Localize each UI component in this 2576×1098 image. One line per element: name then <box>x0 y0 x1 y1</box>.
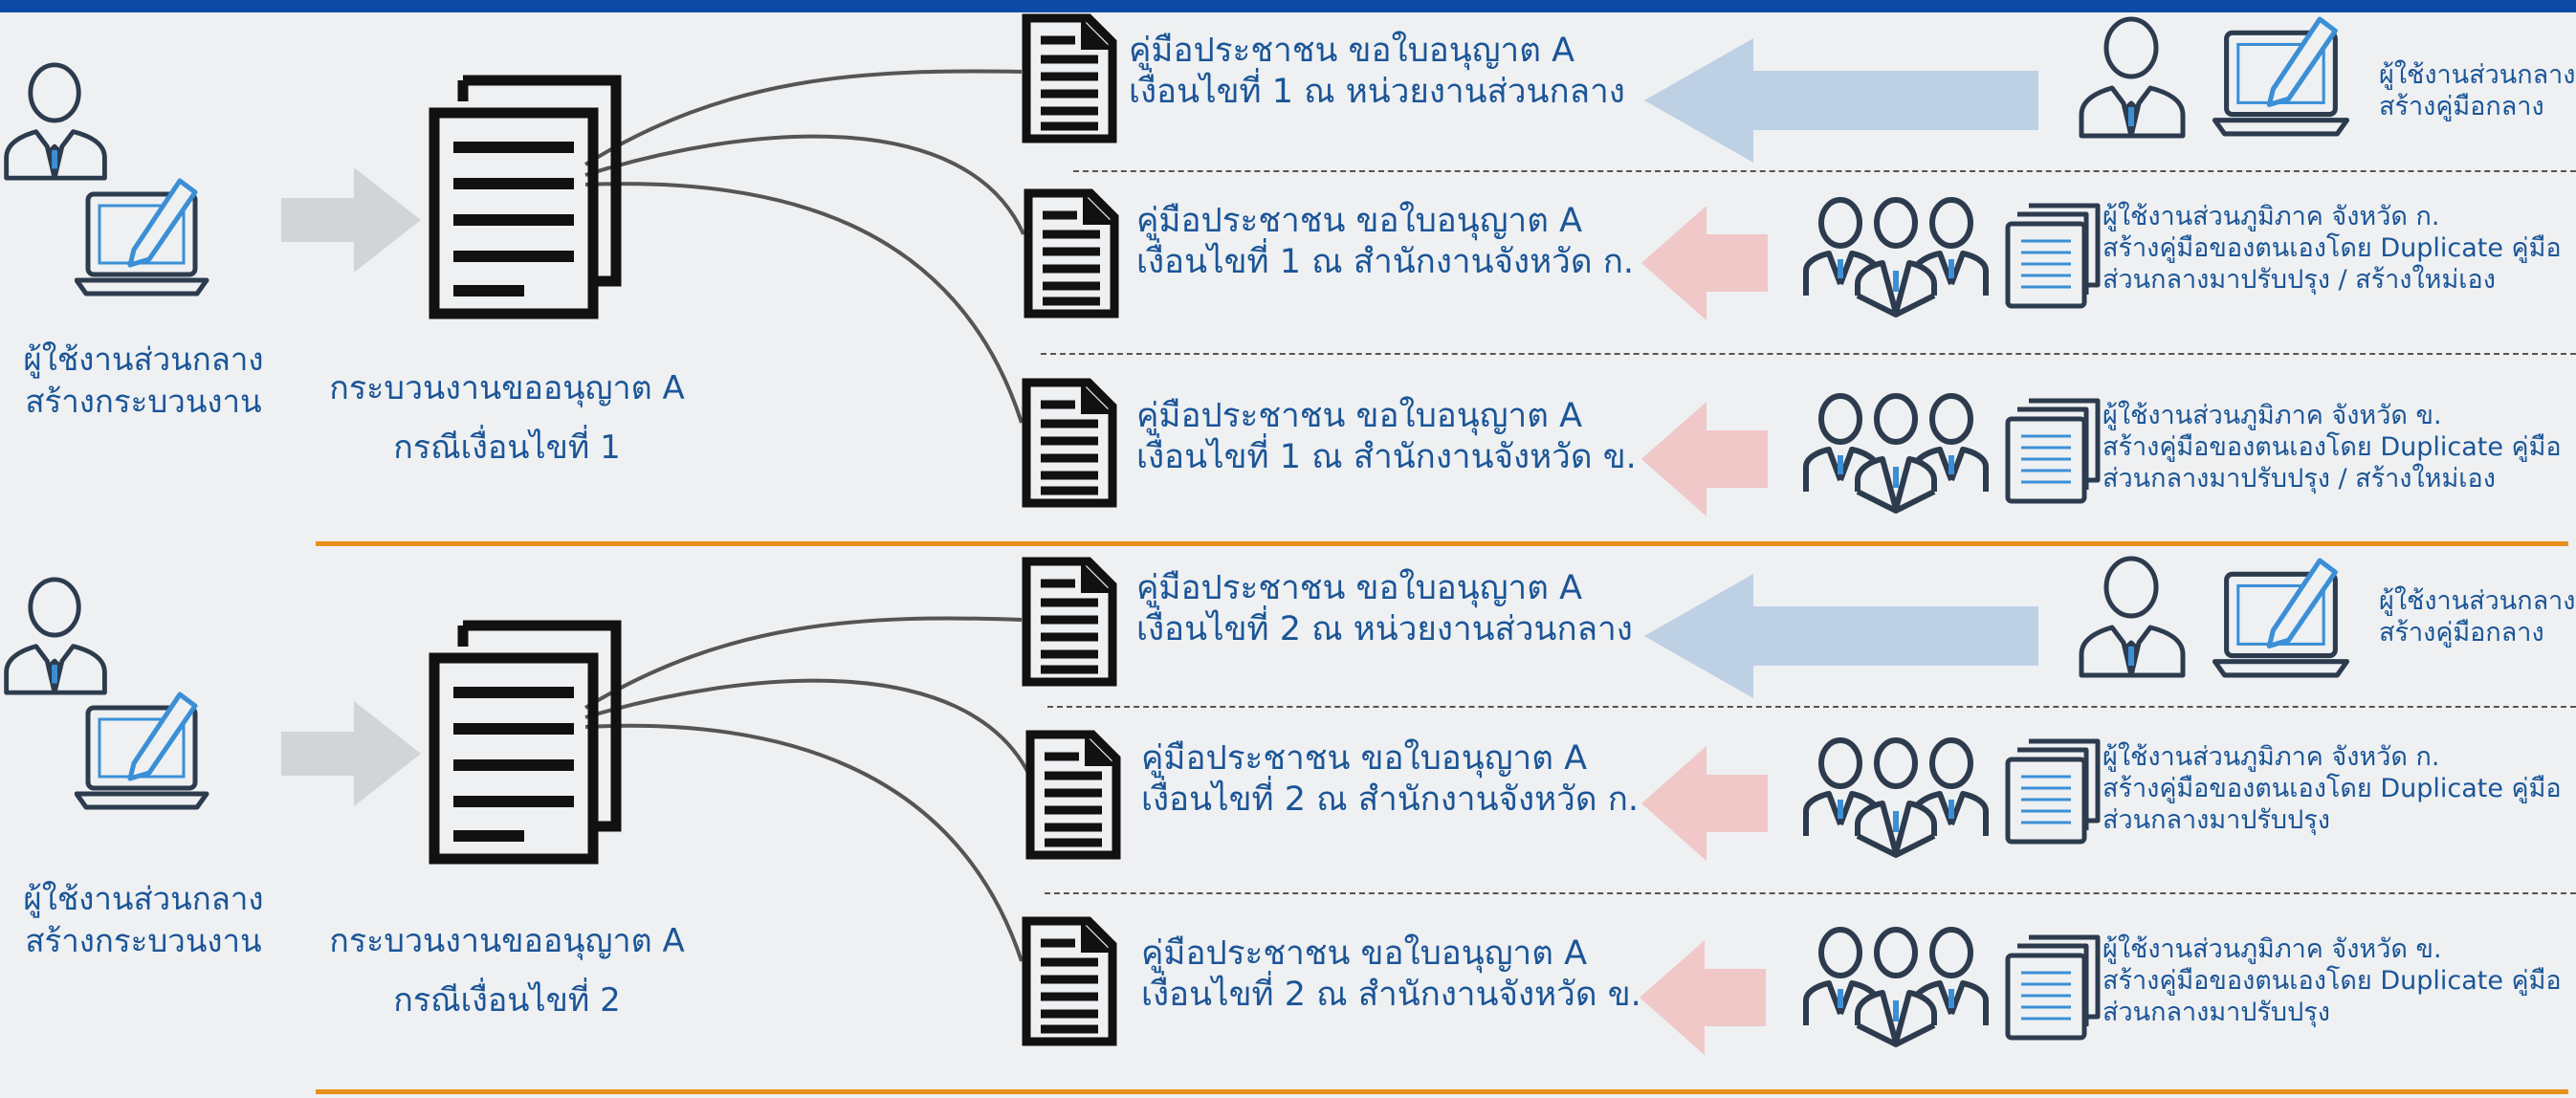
document-icon <box>1025 730 1121 860</box>
manual-separator <box>1073 170 2576 172</box>
role-text: ผู้ใช้งานส่วนภูมิภาค จังหวัด ก.สร้างคู่ม… <box>2103 742 2562 835</box>
arrow-icon <box>277 167 430 273</box>
connector-2-1 <box>583 616 1023 710</box>
creator-label: ผู้ใช้งานส่วนกลางสร้างกระบวนงาน <box>23 340 264 420</box>
creator-label: ผู้ใช้งานส่วนกลางสร้างกระบวนงาน <box>23 880 264 959</box>
user-group-icon <box>1802 736 1990 859</box>
connector-2-3 <box>584 723 1024 962</box>
user-icon <box>0 61 113 182</box>
user-icon <box>2073 15 2193 140</box>
manual-separator <box>1045 892 2576 894</box>
document-icon <box>1022 557 1117 687</box>
connector-1-1 <box>583 69 1023 166</box>
role-text: ผู้ใช้งานส่วนกลางสร้างคู่มือกลาง <box>2379 586 2576 648</box>
arrow-icon <box>1636 940 1770 1055</box>
arrow-icon <box>1638 746 1772 861</box>
user-group-icon <box>1802 926 1990 1048</box>
document-stack-icon <box>429 75 626 319</box>
copy-document-icon <box>2004 396 2104 506</box>
document-stack-icon <box>429 620 626 865</box>
laptop-edit-icon <box>75 691 210 813</box>
copy-document-icon <box>2004 201 2104 311</box>
section-divider <box>316 541 2568 546</box>
user-group-icon <box>1802 392 1990 515</box>
laptop-edit-icon <box>2213 15 2351 140</box>
connector-2-2 <box>584 678 1031 776</box>
connector-1-2 <box>584 134 1025 235</box>
user-icon <box>2073 555 2193 679</box>
manual-separator <box>1041 353 2576 355</box>
document-icon <box>1022 378 1117 508</box>
connector-1-3 <box>584 182 1024 424</box>
role-text: ผู้ใช้งานส่วนภูมิภาค จังหวัด ก.สร้างคู่ม… <box>2103 202 2562 295</box>
role-text: ผู้ใช้งานส่วนกลางสร้างคู่มือกลาง <box>2379 60 2576 121</box>
laptop-edit-icon <box>75 177 210 299</box>
document-icon <box>1024 188 1119 318</box>
top-bar <box>0 0 2576 12</box>
manual-separator <box>1047 706 2576 708</box>
arrow-icon <box>1640 574 2042 698</box>
document-icon <box>1022 916 1117 1046</box>
copy-document-icon <box>2004 736 2104 846</box>
arrow-icon <box>1638 206 1772 320</box>
user-group-icon <box>1802 196 1990 318</box>
user-icon <box>0 576 113 696</box>
laptop-edit-icon <box>2213 557 2351 681</box>
role-text: ผู้ใช้งานส่วนภูมิภาค จังหวัด ข.สร้างคู่ม… <box>2103 934 2562 1027</box>
arrow-icon <box>1640 38 2042 163</box>
document-icon <box>1022 13 1117 143</box>
role-text: ผู้ใช้งานส่วนภูมิภาค จังหวัด ข.สร้างคู่ม… <box>2103 401 2562 494</box>
section-divider <box>316 1089 2568 1094</box>
arrow-icon <box>1638 402 1772 516</box>
copy-document-icon <box>2004 933 2104 1043</box>
arrow-icon <box>277 701 430 806</box>
